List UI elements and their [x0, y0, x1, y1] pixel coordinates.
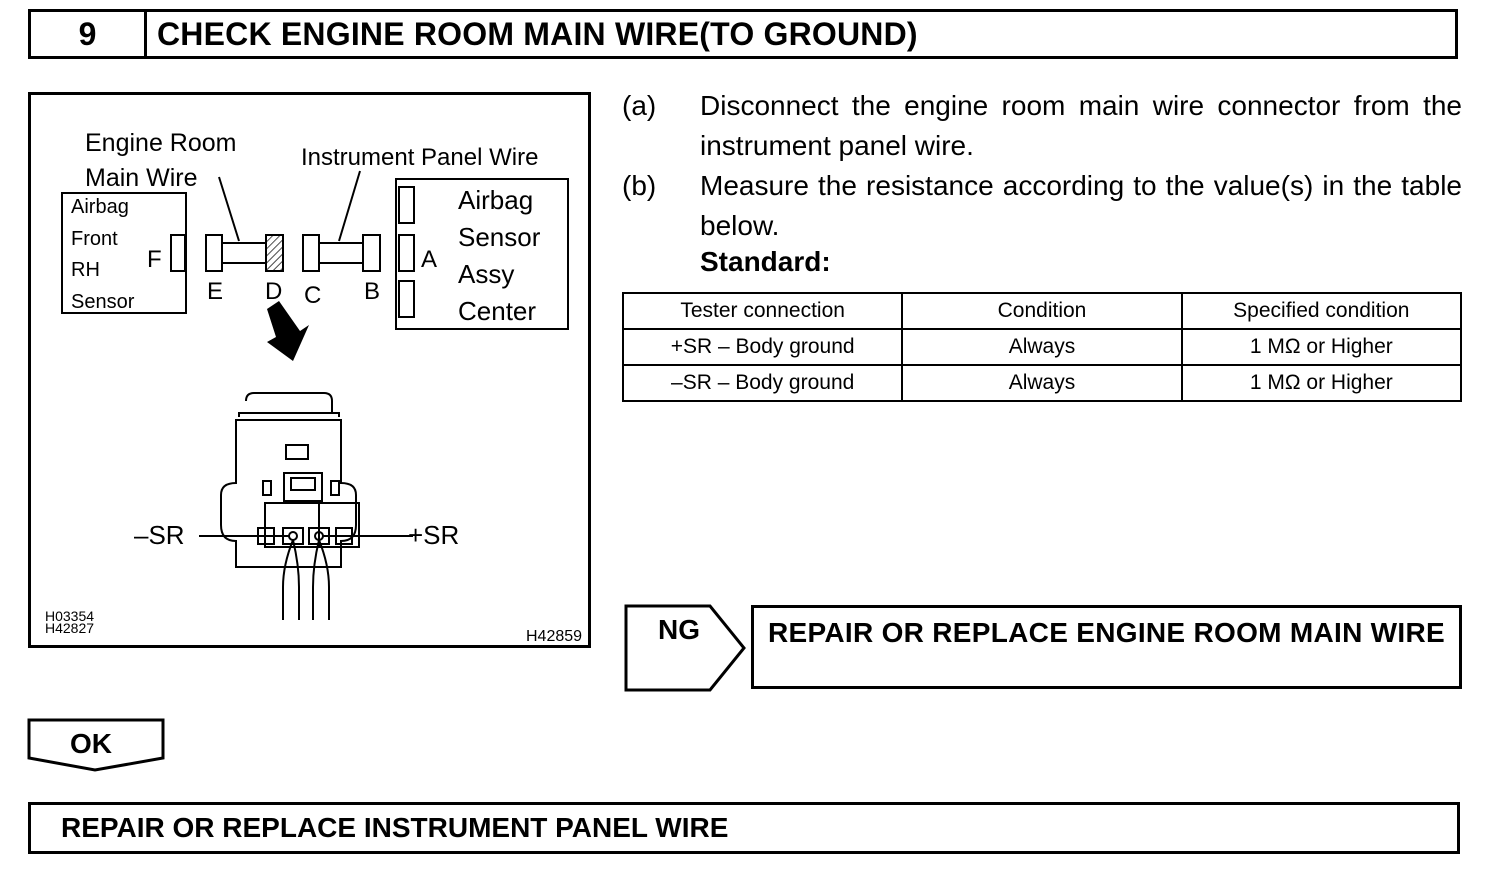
connector-a — [398, 234, 415, 272]
connector-illustration: Engine Room Main Wire Instrument Panel W… — [45, 129, 582, 645]
step-header: 9 CHECK ENGINE ROOM MAIN WIRE(TO GROUND) — [28, 9, 1458, 59]
table-cell: 1 MΩ or Higher — [1180, 328, 1463, 366]
ok-label: OK — [70, 728, 112, 759]
center-sensor-line4: Center — [458, 296, 536, 326]
center-sensor-line1: Airbag — [458, 185, 533, 215]
connector-e — [205, 234, 223, 272]
connector-b — [362, 234, 381, 272]
engine-room-label-line2: Main Wire — [85, 164, 198, 192]
terminal-minus-sr: –SR — [134, 520, 185, 550]
connector-letter-b: B — [364, 278, 380, 305]
connector-f — [170, 234, 186, 272]
figure-code-1: H03354 — [45, 608, 94, 624]
table-cell: +SR – Body ground — [621, 328, 904, 366]
center-sensor-line3: Assy — [458, 259, 514, 289]
step-number: 9 — [31, 12, 147, 56]
connector-c — [302, 234, 320, 272]
ok-result-box: REPAIR OR REPLACE INSTRUMENT PANEL WIRE — [28, 802, 1460, 854]
ng-result-box: REPAIR OR REPLACE ENGINE ROOM MAIN WIRE — [751, 605, 1462, 689]
connector-letter-a: A — [421, 246, 437, 273]
header-specified-condition: Specified condition — [1180, 292, 1463, 330]
table-row: –SR – Body ground Always 1 MΩ or Higher — [621, 364, 1463, 402]
instruction-a-text: Disconnect the engine room main wire con… — [700, 90, 1462, 161]
terminal-plus-sr: +SR — [408, 520, 459, 550]
front-sensor-line4: Sensor — [71, 291, 135, 313]
front-sensor-line2: Front — [71, 228, 118, 250]
instruction-b-mark: (b) — [622, 170, 657, 201]
table-cell: Always — [901, 364, 1183, 402]
figure-code-right: H42859 — [526, 628, 582, 645]
engine-room-label-line1: Engine Room — [85, 129, 236, 157]
ng-label: NG — [658, 614, 700, 645]
instruction-a-mark: (a) — [622, 90, 657, 121]
table-cell: 1 MΩ or Higher — [1180, 364, 1463, 402]
table-cell: Always — [901, 328, 1183, 366]
connector-d — [265, 234, 284, 272]
instrument-panel-label: Instrument Panel Wire — [301, 144, 538, 171]
ok-arrow-shape — [27, 718, 165, 772]
table-cell: –SR – Body ground — [621, 364, 904, 402]
center-sensor-box — [395, 178, 569, 330]
connector-letter-e: E — [207, 278, 223, 305]
instrument-panel-leader — [338, 170, 361, 242]
center-sensor-line2: Sensor — [458, 222, 541, 252]
front-sensor-line1: Airbag — [71, 196, 129, 218]
wiring-diagram: Engine Room Main Wire Instrument Panel W… — [28, 92, 591, 648]
engine-room-leader — [218, 176, 240, 242]
header-condition: Condition — [901, 292, 1183, 330]
pointer-arrow — [267, 301, 309, 361]
table-header-row: Tester connection Condition Specified co… — [621, 292, 1463, 330]
front-sensor-line3: RH — [71, 259, 100, 281]
figure-code-2: H42827 — [45, 620, 94, 636]
connector-letter-f: F — [147, 246, 162, 273]
instruction-b-text: Measure the resistance according to the … — [700, 170, 1462, 241]
ng-arrow-shape — [624, 604, 746, 692]
connector-letter-d: D — [265, 278, 282, 305]
step-title: CHECK ENGINE ROOM MAIN WIRE(TO GROUND) — [157, 15, 918, 52]
table-row: +SR – Body ground Always 1 MΩ or Higher — [621, 328, 1463, 366]
spec-table: Tester connection Condition Specified co… — [621, 292, 1463, 402]
connector-letter-c: C — [304, 282, 321, 309]
header-tester-connection: Tester connection — [621, 292, 904, 330]
standard-label: Standard: — [700, 246, 831, 277]
connector-front-view — [199, 392, 413, 620]
